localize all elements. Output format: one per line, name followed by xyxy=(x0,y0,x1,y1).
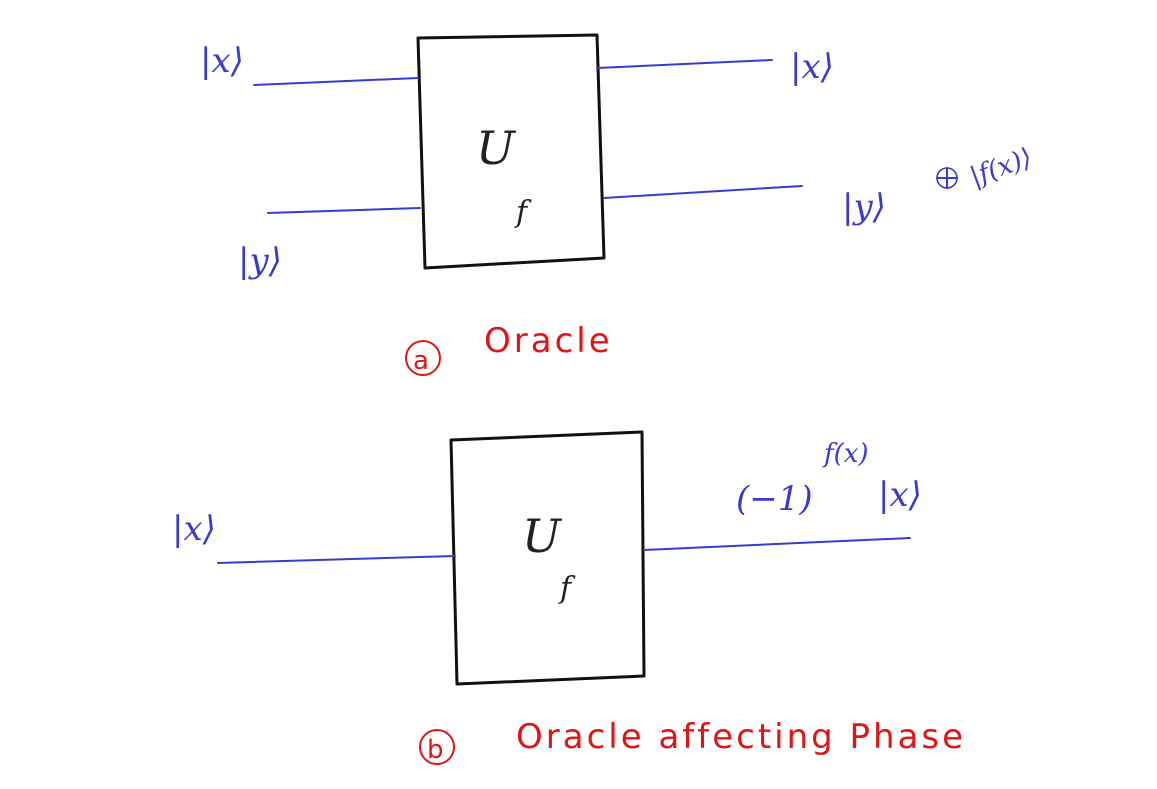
xor-symbol-a xyxy=(936,167,958,189)
output-x-ket-a: |x⟩ xyxy=(790,47,834,87)
output-fx-ket-a: |f(x)⟩ xyxy=(966,143,1036,193)
caption-b: Oracle affecting Phase xyxy=(516,717,966,757)
caption-marker-b: b xyxy=(419,729,455,765)
caption-marker-a: a xyxy=(405,340,441,376)
diagram-b: U f |x⟩ (−1) f(x) |x⟩ b Oracle affecting… xyxy=(172,430,966,765)
svg-text:b: b xyxy=(427,735,444,765)
wire-b-input xyxy=(217,555,456,564)
output-phase-base-b: (−1) xyxy=(736,479,813,519)
gate-b-subscript: f xyxy=(558,571,576,606)
caption-a: Oracle xyxy=(484,321,613,361)
input-y-ket-a: |y⟩ xyxy=(238,241,282,281)
wire-a-output-bottom xyxy=(603,185,803,199)
wire-a-input-bottom xyxy=(267,207,421,214)
output-phase-exponent-b: f(x) xyxy=(822,439,869,469)
svg-text:a: a xyxy=(413,346,429,376)
gate-box-a xyxy=(416,33,606,270)
wire-b-output xyxy=(643,537,911,551)
gate-box-b xyxy=(449,430,646,686)
output-x-ket-b: |x⟩ xyxy=(878,475,922,515)
gate-a-subscript: f xyxy=(514,195,532,230)
wire-a-output-top xyxy=(596,59,773,69)
input-x-ket-a: |x⟩ xyxy=(200,41,244,81)
output-y-ket-a: |y⟩ xyxy=(842,187,886,227)
input-x-ket-b: |x⟩ xyxy=(172,509,216,549)
gate-a-label: U xyxy=(476,121,517,175)
diagram-a: U f |x⟩ |y⟩ |x⟩ |y⟩ |f(x)⟩ a Oracle xyxy=(200,33,1036,376)
wire-a-input-top xyxy=(253,77,419,86)
gate-b-label: U xyxy=(522,509,563,563)
